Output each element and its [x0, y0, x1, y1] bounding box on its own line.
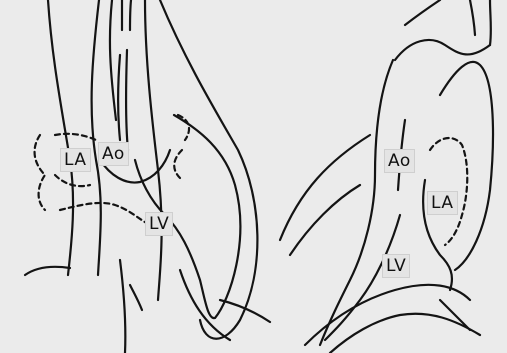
right-vessel-left: [395, 40, 490, 60]
right-ao-wall: [320, 60, 393, 345]
left-dashed-right-2: [174, 150, 182, 178]
right-la-label: LA: [427, 191, 458, 215]
left-vessel-line-5: [145, 0, 162, 300]
right-top-line-2: [470, 0, 475, 35]
right-lv-label: LV: [382, 254, 410, 278]
left-small-curve-2: [130, 285, 142, 310]
left-ao-label: Ao: [98, 142, 129, 166]
left-vessel-line-1: [92, 0, 101, 275]
right-la-outer: [440, 62, 493, 270]
left-small-curve: [25, 267, 70, 275]
right-lower-curve-3: [440, 300, 470, 330]
left-la-dashed-top: [55, 134, 96, 140]
right-top-line-3: [490, 0, 491, 45]
left-vessel-line-4: [130, 0, 131, 30]
left-la-dashed-left: [35, 135, 45, 210]
left-la-label: LA: [60, 148, 91, 172]
right-lower-curve-2: [330, 314, 480, 353]
left-aorta-right: [126, 50, 128, 150]
right-top-line-1: [405, 0, 440, 25]
left-vessel-line-2: [110, 0, 116, 120]
right-ao-label: Ao: [384, 149, 415, 173]
left-aorta-left: [118, 55, 120, 140]
right-lv-outer: [290, 185, 360, 255]
left-lower-line: [120, 260, 125, 353]
left-lv-label: LV: [145, 212, 173, 236]
left-vessel-outer-left: [48, 0, 73, 275]
